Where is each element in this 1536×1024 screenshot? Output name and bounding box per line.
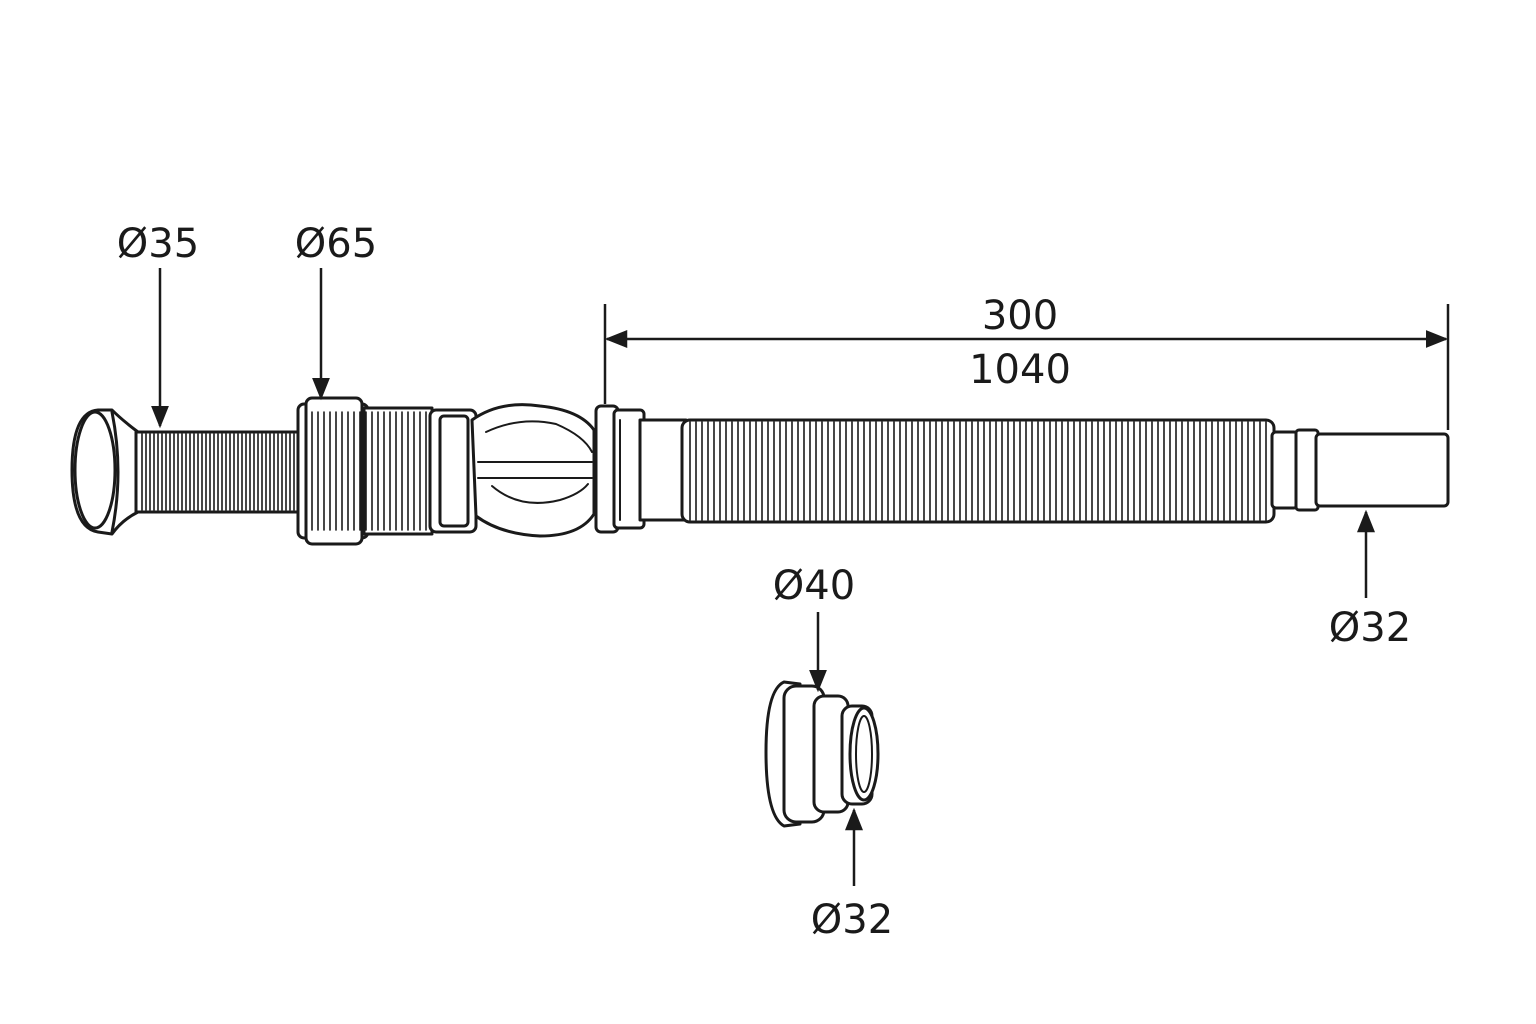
label-length-min: 300 — [981, 293, 1059, 339]
trap-body — [470, 403, 596, 538]
threaded-inlet-tube — [134, 430, 304, 514]
label-outlet-diameter: Ø32 — [1328, 605, 1412, 651]
flexible-hose — [680, 418, 1276, 524]
drain-flange — [70, 408, 140, 536]
label-adapter-large-diameter: Ø40 — [772, 563, 856, 609]
label-adapter-small-diameter: Ø32 — [810, 897, 894, 943]
label-nut-diameter: Ø65 — [294, 221, 378, 267]
label-length-max: 1040 — [969, 347, 1071, 393]
outlet-pipe — [1270, 428, 1450, 512]
trap-collar — [428, 408, 478, 534]
coupling-nut — [296, 396, 434, 546]
outlet-collar — [594, 404, 688, 534]
label-inlet-diameter: Ø35 — [116, 221, 200, 267]
reducer-adapter — [764, 680, 880, 828]
